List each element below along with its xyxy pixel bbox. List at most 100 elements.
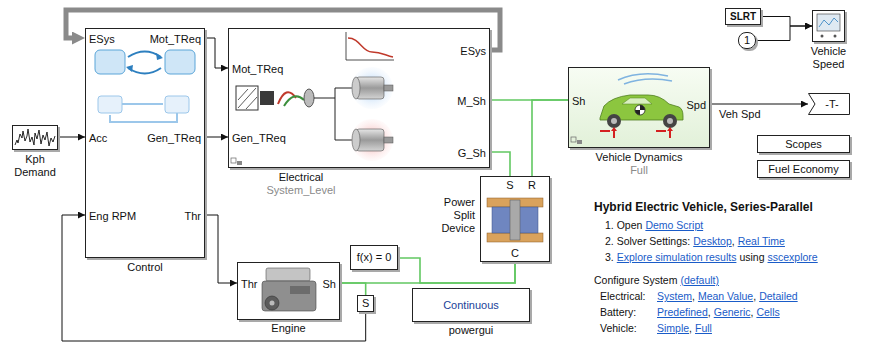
block-text: Scopes [785, 138, 822, 151]
planetary-gear-icon [510, 200, 520, 240]
control-icon [110, 113, 177, 122]
scope-icon [817, 14, 840, 38]
signal-name: Veh Spd [718, 108, 762, 121]
engine-icon [270, 301, 275, 306]
port-label: Eng RPM [89, 210, 136, 223]
goto-block: -T- [808, 93, 850, 115]
vehicle-icon [622, 98, 652, 104]
vehicle-icon [611, 118, 617, 124]
port-label: Gen_TReq [147, 132, 201, 145]
vehicle-icon [667, 118, 673, 124]
electrical-icon [238, 88, 257, 109]
port-label: Mot_TReq [150, 33, 201, 46]
electrical-icon [384, 137, 393, 143]
instruction-line: Vehicle:Simple,Full [600, 322, 712, 335]
vehicle-icon [635, 105, 645, 115]
engine-icon [262, 268, 316, 311]
variant-name: System_Level [266, 184, 335, 197]
engine-icon [262, 281, 316, 311]
electrical-icon [236, 86, 258, 110]
port-label: Sh [572, 95, 585, 108]
vehicle-icon [607, 114, 621, 128]
electrical-icon [384, 85, 393, 91]
block-name: Control [127, 261, 162, 274]
block-name: Vehicle Dynamics [596, 151, 683, 164]
physical-connection [340, 283, 366, 295]
control-icon [95, 50, 125, 74]
hyperlink: Detailed [759, 290, 798, 303]
port-label: C [511, 247, 519, 260]
scope-icon [834, 35, 837, 38]
note-text: , [708, 306, 711, 319]
engine-icon [265, 296, 279, 310]
block-text: f(x) = 0 [357, 251, 392, 264]
fuel-economy-button: Fuel Economy [757, 160, 850, 178]
powergui-block: Continuouspowergui [412, 288, 530, 322]
sensor-block: S [357, 295, 374, 312]
vehicle-icon [667, 127, 673, 131]
physical-connection [532, 100, 568, 176]
vehicle-icon [571, 137, 576, 142]
signal-line [756, 26, 812, 41]
vehicle-icon [663, 114, 677, 128]
control-icon [128, 52, 161, 58]
electrical-icon [284, 96, 304, 106]
signal-source-block: Kph Demand [12, 125, 58, 150]
scope-icon [819, 18, 838, 27]
control-icon [165, 50, 195, 74]
instruction-line: 2. Solver Settings:Desktop,Real Time [605, 235, 785, 248]
signal-line [761, 17, 812, 27]
control-icon [98, 96, 122, 113]
electrical-icon [237, 161, 242, 165]
instruction-line: Battery:Predefined,Generic,Cells [600, 306, 780, 319]
control-icon [156, 53, 163, 60]
control-icon [128, 68, 161, 74]
hyperlink: Desktop [693, 235, 732, 248]
port-label: Sh [323, 278, 336, 291]
hyperlink: Real Time [738, 235, 785, 248]
hyperlink: (default) [680, 274, 719, 287]
electrical-icon [352, 77, 360, 99]
block-name: Power Split Device [429, 196, 475, 235]
vehicle-dynamics-block: ShSpdVehicle DynamicsFull [568, 67, 710, 148]
electrical-icon [304, 89, 314, 107]
solver-config-block: f(x) = 0 [350, 245, 398, 270]
constant-block: 1 [738, 32, 756, 49]
port-label: S [506, 179, 513, 192]
physical-connection [490, 152, 510, 176]
block-name: Electrical [279, 171, 324, 184]
vehicle-icon [600, 130, 670, 138]
port-label: Gen_TReq [232, 132, 286, 145]
electrical-subsystem: Mot_TReqGen_TReqESysM_ShG_ShElectricalSy… [228, 28, 490, 168]
electrical-icon [231, 32, 394, 165]
note-text: Battery: [600, 306, 654, 319]
instruction-line: 1. OpenDemo Script [605, 219, 703, 232]
note-text: , [689, 322, 692, 335]
block-text: 1 [744, 34, 750, 47]
block-text: Fuel Economy [768, 163, 838, 176]
vehicle-icon [569, 68, 709, 147]
bus-line [66, 10, 500, 50]
signal-line [710, 104, 808, 105]
note-text: 3. [605, 251, 614, 264]
electrical-icon [352, 129, 360, 151]
port-label: M_Sh [457, 95, 486, 108]
note-text: 1. Open [605, 219, 642, 232]
vehicle-icon [577, 140, 582, 144]
hyperlink: Predefined [657, 306, 708, 319]
electrical-icon [351, 67, 393, 109]
note-text: , [732, 235, 735, 248]
hyperlink: sscexplore [768, 251, 818, 264]
scope-icon [821, 35, 824, 38]
physical-connection [340, 262, 515, 283]
planetary-gear-icon [487, 198, 543, 242]
control-icon [126, 65, 133, 72]
electrical-icon [260, 91, 274, 105]
vehicle-icon [569, 68, 709, 147]
slrt-block: SLRT [725, 8, 761, 25]
port-label: Thr [241, 278, 258, 291]
electrical-icon [348, 38, 393, 57]
note-text: using [739, 251, 764, 264]
hyperlink: Mean Value [698, 290, 753, 303]
hyperlink: Cells [756, 306, 779, 319]
